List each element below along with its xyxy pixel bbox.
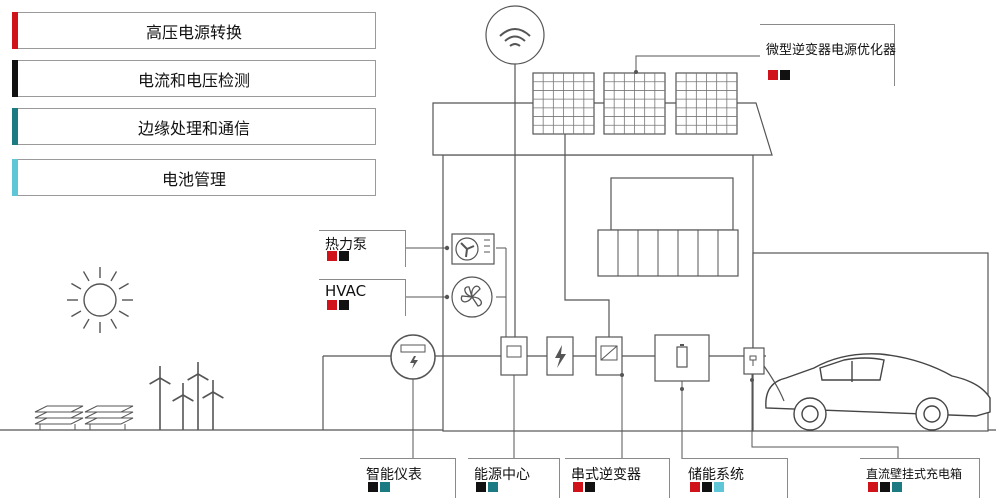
color-chip [488,482,498,492]
color-chip [476,482,486,492]
heat-pump-icon [451,233,495,265]
solar-panel [532,72,595,135]
callout-label: 能源中心 [474,467,530,483]
callout-chips [690,482,724,492]
callout-smart-meter: 智能仪表 [360,458,456,498]
color-chip [368,482,378,492]
string-inverter-icon [595,336,623,376]
legend-swatch [12,159,18,196]
color-chip [690,482,700,492]
charger-icon [743,347,765,375]
color-chip [573,482,583,492]
legend-item: 电池管理 [12,159,376,196]
legend-item: 高压电源转换 [12,12,376,49]
callout-chips [327,251,349,261]
color-chip [585,482,595,492]
color-chip [702,482,712,492]
solar-panel [675,72,738,135]
color-chip [892,482,902,492]
wind-turbines-icon [149,362,224,430]
legend-item: 电流和电压检测 [12,60,376,97]
color-chip [880,482,890,492]
callout-hvac: HVAC [319,279,406,316]
smart-meter-icon [390,334,436,380]
callout-energy-hub: 能源中心 [468,458,560,498]
color-chip [339,251,349,261]
callout-chips [327,300,349,310]
callout-label: 储能系统 [688,467,744,483]
sun-icon [67,267,133,333]
callout-label: HVAC [325,282,367,300]
callout-label: 热力泵 [325,237,367,253]
callout-chips [476,482,498,492]
callout-dc-wallbox: 直流壁挂式充电箱 [860,458,980,498]
color-chip [380,482,390,492]
color-chip [327,300,337,310]
legend-label: 电流和电压检测 [137,70,250,90]
legend-swatch [12,12,18,49]
legend-label: 边缘处理和通信 [137,118,250,138]
callout-heat-pump: 热力泵 [319,230,406,267]
callout-chips [368,482,390,492]
legend-label: 高压电源转换 [145,22,242,42]
battery-icon [654,334,710,382]
rooftop-solar-panels [532,72,738,135]
callout-micro-inverter: 微型逆变器电源优化器 [760,24,897,86]
callout-chips [768,70,790,80]
color-chip [339,300,349,310]
energy-hub-icon [500,336,528,376]
color-chip [714,482,724,492]
callout-label: 微型逆变器电源优化器 [766,43,897,58]
solar-panel [603,72,666,135]
color-chip [327,251,337,261]
legend-swatch [12,60,18,97]
callout-chips [573,482,595,492]
wifi-icon [485,5,545,65]
legend-label: 电池管理 [161,169,226,189]
legend-swatch [12,108,18,145]
callout-label: 智能仪表 [366,467,422,483]
callout-chips [868,482,902,492]
callout-ess: 储能系统 [682,458,788,498]
color-chip [780,70,790,80]
callout-label: 直流壁挂式充电箱 [866,467,963,481]
ground-solar-panels [34,405,134,430]
callout-label: 串式逆变器 [571,467,641,483]
electric-car-icon [765,353,991,431]
color-chip [768,70,778,80]
legend-item: 边缘处理和通信 [12,108,376,145]
callout-string-inverter: 串式逆变器 [565,458,670,498]
color-chip [868,482,878,492]
